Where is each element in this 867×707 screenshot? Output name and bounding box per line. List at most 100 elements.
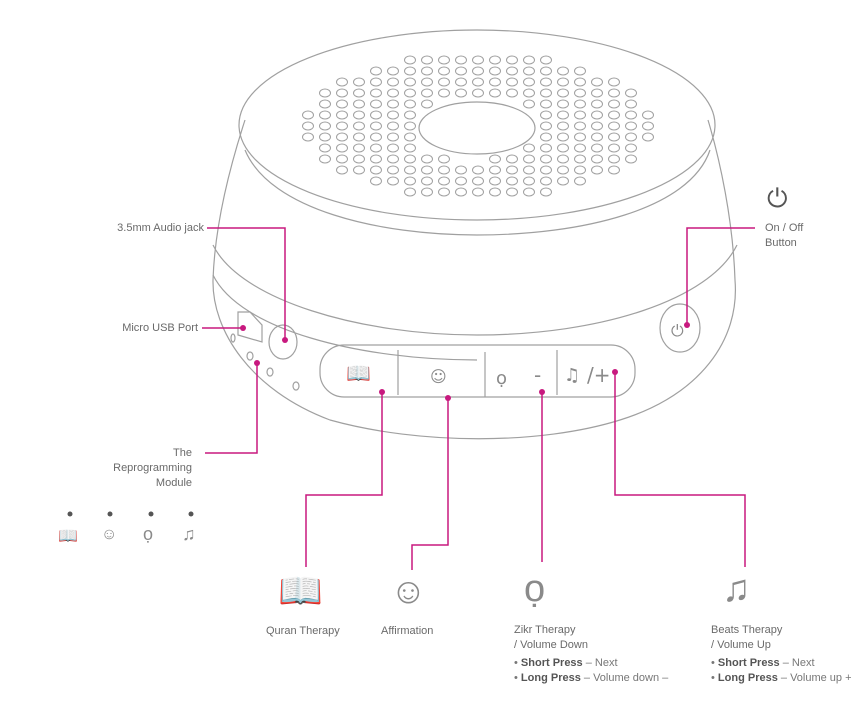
grille-hole <box>421 165 433 175</box>
zikr-button-icon[interactable]: ọ <box>496 368 507 389</box>
zikr-bullets: • Short Press – Next • Long Press – Volu… <box>514 657 669 684</box>
grille-hole <box>370 176 382 186</box>
grille-hole <box>557 176 569 186</box>
center-ring <box>418 101 536 155</box>
grille-hole <box>370 88 382 98</box>
audio-jack-label: 3.5mm Audio jack <box>117 222 204 234</box>
beats-button-icon[interactable]: ♫ <box>564 365 580 386</box>
grille-hole <box>353 110 365 120</box>
grille-hole <box>387 88 399 98</box>
grille-hole <box>557 110 569 120</box>
grille-hole <box>557 165 569 175</box>
grille-hole <box>353 99 365 109</box>
leader-dots <box>240 322 690 401</box>
grille-hole <box>353 154 365 164</box>
grille-hole <box>523 66 535 76</box>
grille-hole <box>591 132 603 142</box>
grille-hole <box>540 132 552 142</box>
led-beads-icon: ọ <box>143 524 154 544</box>
grille-hole <box>506 77 518 87</box>
grille-hole <box>591 110 603 120</box>
grille-hole <box>540 165 552 175</box>
quran-button-icon[interactable]: 📖 <box>346 361 371 385</box>
grille-hole <box>421 99 433 109</box>
grille-hole <box>642 132 654 142</box>
led-brain-icon: ☺ <box>101 526 118 543</box>
grille-hole <box>625 132 637 142</box>
grille-hole <box>489 88 501 98</box>
grille-hole <box>608 143 620 153</box>
grille-hole <box>370 77 382 87</box>
grille-hole <box>591 99 603 109</box>
minus-button[interactable]: - <box>534 363 541 387</box>
grille-hole <box>608 77 620 87</box>
grille-hole <box>557 132 569 142</box>
grille-hole <box>489 154 501 164</box>
grille-hole <box>387 110 399 120</box>
grille-hole <box>472 187 484 197</box>
grille-hole <box>455 77 467 87</box>
grille-hole <box>404 176 416 186</box>
affirmation-button-icon[interactable]: ☺ <box>430 367 447 386</box>
grille-hole <box>404 165 416 175</box>
zikr-label: Zikr Therapy/ Volume Down <box>514 624 588 651</box>
grille-hole <box>489 187 501 197</box>
grille-hole <box>540 143 552 153</box>
grille-hole <box>302 121 314 131</box>
grille-hole <box>574 165 586 175</box>
grille-hole <box>387 121 399 131</box>
grille-hole <box>625 110 637 120</box>
grille-hole <box>421 66 433 76</box>
grille-hole <box>438 187 450 197</box>
grille-hole <box>472 165 484 175</box>
grille-hole <box>591 121 603 131</box>
grille-hole <box>540 66 552 76</box>
grille-hole <box>574 110 586 120</box>
grille-hole <box>557 121 569 131</box>
grille-hole <box>336 99 348 109</box>
grille-hole <box>574 154 586 164</box>
grille-hole <box>353 165 365 175</box>
grille-hole <box>370 110 382 120</box>
beats-bullets: • Short Press – Next • Long Press – Volu… <box>711 657 852 684</box>
grille-hole <box>557 99 569 109</box>
grille-hole <box>353 88 365 98</box>
power-button-icon[interactable]: ⏻ <box>671 321 684 340</box>
power-button <box>659 303 701 353</box>
grille-hole <box>438 88 450 98</box>
grille-hole <box>506 55 518 65</box>
grille-hole <box>336 88 348 98</box>
grille-hole <box>336 132 348 142</box>
grille-hole <box>438 66 450 76</box>
grille-hole <box>404 143 416 153</box>
grille-hole <box>438 176 450 186</box>
grille-hole <box>404 77 416 87</box>
micro-usb-label: Micro USB Port <box>122 322 198 334</box>
grille-hole <box>506 66 518 76</box>
grille-hole <box>404 99 416 109</box>
plus-button[interactable]: /+ <box>587 363 611 387</box>
grille-hole <box>336 154 348 164</box>
grille-hole <box>574 66 586 76</box>
grille-hole <box>421 187 433 197</box>
grille-hole <box>642 121 654 131</box>
grille-hole <box>523 187 535 197</box>
grille-hole <box>387 99 399 109</box>
grille-hole <box>319 143 331 153</box>
grille-hole <box>370 165 382 175</box>
grille-hole <box>625 154 637 164</box>
grille-hole <box>557 66 569 76</box>
grille-hole <box>506 187 518 197</box>
grille-hole <box>608 165 620 175</box>
quran-book-icon: 📖 <box>278 570 323 611</box>
grille-hole <box>336 110 348 120</box>
grille-hole <box>472 55 484 65</box>
grille-hole <box>302 132 314 142</box>
grille-hole <box>540 88 552 98</box>
grille-hole <box>506 88 518 98</box>
grille-hole <box>489 66 501 76</box>
grille-hole <box>574 176 586 186</box>
grille-hole <box>336 121 348 131</box>
